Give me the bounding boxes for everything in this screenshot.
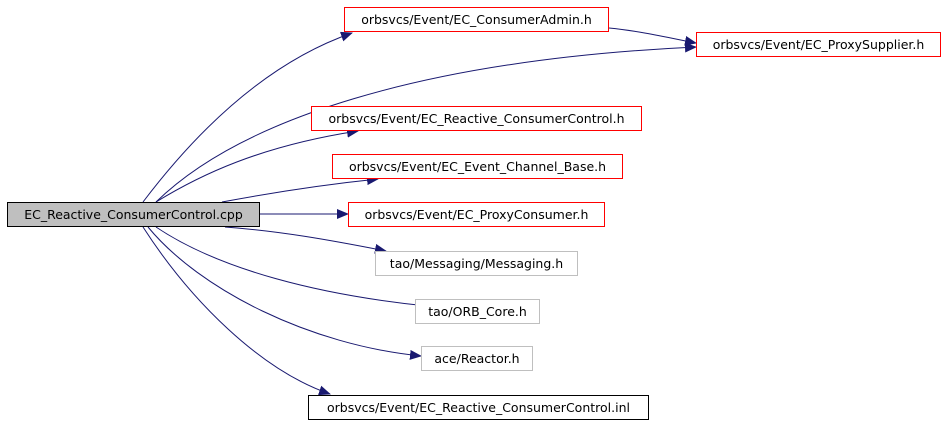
node-proxy-supplier-label: orbsvcs/Event/EC_ProxySupplier.h (712, 37, 925, 52)
node-proxy-consumer[interactable]: orbsvcs/Event/EC_ProxyConsumer.h (348, 202, 605, 227)
node-reactive-consumer-control-h-label: orbsvcs/Event/EC_Reactive_ConsumerContro… (328, 111, 625, 126)
node-reactor-label: ace/Reactor.h (434, 351, 520, 366)
edge-root-to-messaging (224, 226, 387, 254)
node-root: EC_Reactive_ConsumerControl.cpp (7, 202, 260, 227)
node-consumer-admin[interactable]: orbsvcs/Event/EC_ConsumerAdmin.h (344, 7, 609, 32)
node-event-channel-base[interactable]: orbsvcs/Event/EC_Event_Channel_Base.h (332, 154, 623, 179)
edge-root-to-proxy-supplier (155, 42, 697, 203)
node-orb-core-label: tao/ORB_Core.h (428, 304, 527, 319)
edge-root-to-reactive-cc-h (155, 127, 359, 203)
node-consumer-admin-label: orbsvcs/Event/EC_ConsumerAdmin.h (361, 12, 592, 27)
edge-root-to-reactive-cc-inl (142, 226, 331, 396)
node-event-channel-base-label: orbsvcs/Event/EC_Event_Channel_Base.h (348, 159, 607, 174)
edge-root-to-event-channel-base (221, 175, 379, 203)
node-reactive-consumer-control-h[interactable]: orbsvcs/Event/EC_Reactive_ConsumerContro… (311, 106, 642, 131)
node-proxy-consumer-label: orbsvcs/Event/EC_ProxyConsumer.h (364, 207, 589, 222)
edge-root-to-reactor (147, 226, 422, 360)
node-orb-core[interactable]: tao/ORB_Core.h (415, 299, 540, 324)
edge-root-to-orb-core (155, 226, 428, 310)
node-messaging-label: tao/Messaging/Messaging.h (389, 256, 564, 271)
node-reactive-consumer-control-inl[interactable]: orbsvcs/Event/EC_Reactive_ConsumerContro… (308, 395, 649, 420)
node-messaging[interactable]: tao/Messaging/Messaging.h (375, 251, 578, 276)
node-reactor[interactable]: ace/Reactor.h (421, 346, 533, 371)
edge-consumer-admin-to-proxy-supplier (608, 27, 697, 46)
node-root-label: EC_Reactive_ConsumerControl.cpp (24, 207, 243, 222)
edge-root-to-consumer-admin (142, 31, 353, 203)
node-proxy-supplier[interactable]: orbsvcs/Event/EC_ProxySupplier.h (696, 32, 941, 57)
node-reactive-consumer-control-inl-label: orbsvcs/Event/EC_Reactive_ConsumerContro… (327, 400, 630, 415)
